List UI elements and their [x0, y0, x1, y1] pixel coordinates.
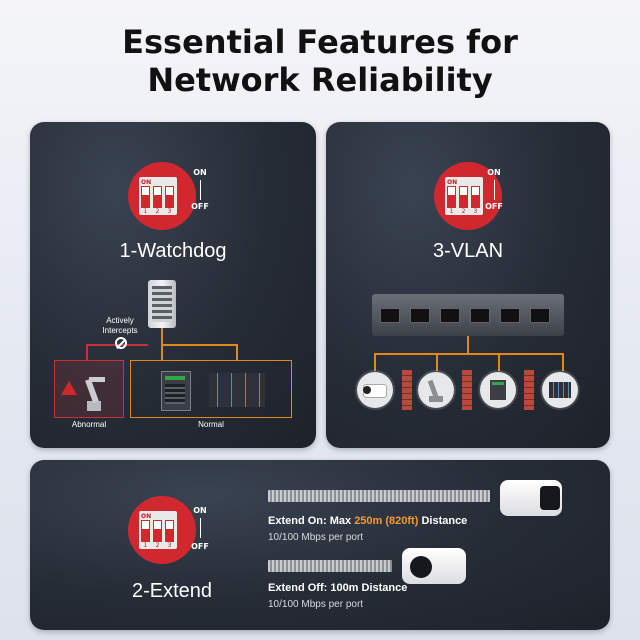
abnormal-label: Abnormal	[71, 420, 107, 429]
page-title-line2: Network Reliability	[147, 61, 493, 99]
dip-number-2: 2	[155, 208, 160, 215]
extend-off-text: Extend Off: 100m Distance	[268, 582, 408, 594]
distance-ruler-short	[268, 560, 392, 572]
switch-icon	[148, 280, 176, 328]
dip-number-2: 2	[155, 542, 160, 549]
firewall-icon	[462, 370, 472, 410]
io-device-icon	[480, 372, 516, 408]
vlan-panel: ON 1 2 3 ON OFF 3-VLAN	[326, 122, 610, 448]
extend-on-suffix: Distance	[418, 515, 468, 527]
on-label: ON	[193, 506, 207, 515]
extend-off-speed: 10/100 Mbps per port	[268, 599, 364, 610]
robot-arm-icon	[77, 373, 105, 413]
warning-icon	[61, 381, 77, 395]
extend-on-highlight: 250m (820ft)	[354, 515, 419, 527]
extend-on-text: Extend On: Max 250m (820ft) Distance	[268, 515, 467, 527]
blocked-icon	[115, 337, 127, 349]
dip-switch-icon: ON 1 2 3	[128, 162, 196, 230]
dip-number-1: 1	[143, 208, 148, 215]
firewall-icon	[524, 370, 534, 410]
network-switch-icon	[372, 294, 564, 336]
camera-icon	[357, 372, 393, 408]
extend-on-speed: 10/100 Mbps per port	[268, 532, 364, 543]
camera-icon	[500, 480, 562, 516]
dip-on-text: ON	[447, 179, 458, 186]
extend-on-prefix: Extend On: Max	[268, 515, 355, 527]
dip-number-2: 2	[461, 208, 466, 215]
arrow-up-down-icon	[494, 180, 495, 200]
extend-panel: ON 1 2 3 ON OFF 2-Extend Extend On: Max …	[30, 460, 610, 630]
extend-title: 2-Extend	[131, 580, 213, 602]
normal-label: Normal	[198, 420, 224, 429]
plc-module-icon	[542, 372, 578, 408]
dip-switch-icon: ON 1 2 3	[128, 496, 196, 564]
on-label: ON	[487, 168, 501, 177]
dip-on-text: ON	[141, 179, 152, 186]
plc-module-icon	[209, 373, 265, 407]
on-label: ON	[193, 168, 207, 177]
firewall-icon	[402, 370, 412, 410]
arrow-up-down-icon	[200, 518, 201, 538]
robot-arm-icon	[418, 372, 454, 408]
off-label: OFF	[191, 202, 209, 211]
dip-number-1: 1	[143, 542, 148, 549]
abnormal-box	[54, 360, 124, 418]
off-label: OFF	[485, 202, 503, 211]
watchdog-title: 1-Watchdog	[119, 240, 227, 262]
dip-number-1: 1	[449, 208, 454, 215]
off-label: OFF	[191, 542, 209, 551]
distance-ruler-long	[268, 490, 490, 502]
dip-on-text: ON	[141, 513, 152, 520]
io-device-icon	[161, 371, 191, 411]
dip-number-3: 3	[167, 542, 172, 549]
dip-number-3: 3	[167, 208, 172, 215]
dip-number-3: 3	[473, 208, 478, 215]
page-title-line1: Essential Features for	[122, 23, 518, 61]
dip-switch-icon: ON 1 2 3	[434, 162, 502, 230]
normal-box	[130, 360, 292, 418]
vlan-title: 3-VLAN	[432, 240, 504, 262]
arrow-up-down-icon	[200, 180, 201, 200]
camera-icon	[402, 548, 466, 584]
